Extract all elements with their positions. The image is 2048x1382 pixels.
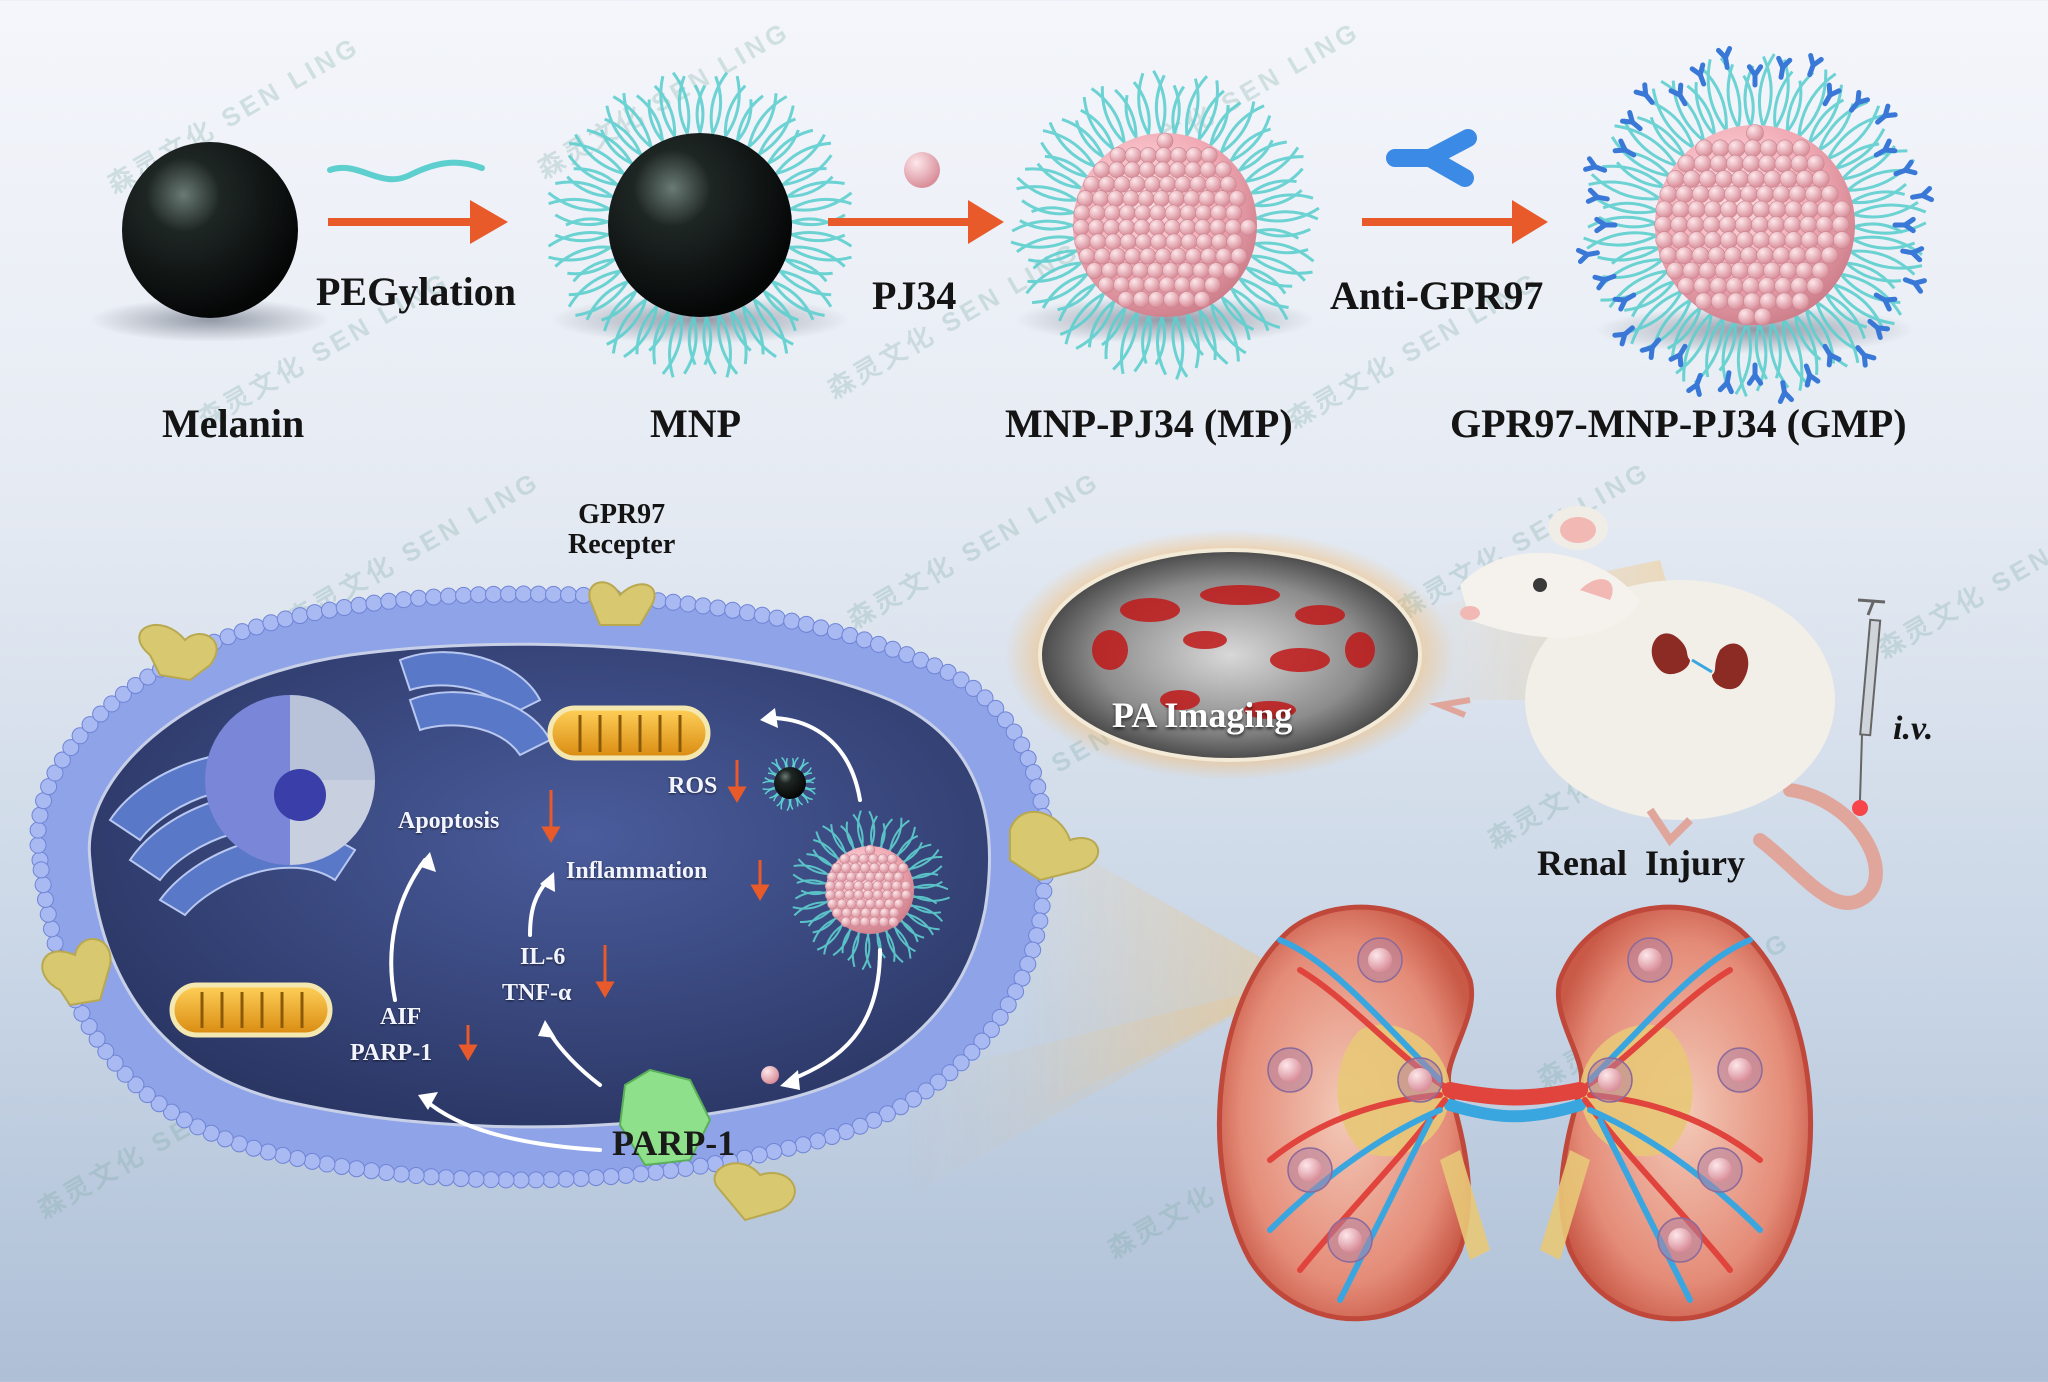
gpr97-receptor: [138, 624, 218, 682]
kidneys-illustration: [1216, 904, 1814, 1322]
il6-label: IL-6: [520, 944, 566, 970]
aif-label: AIF: [380, 1004, 422, 1030]
arrow-head-icon: [418, 852, 436, 872]
mouse-illustration: [1428, 506, 1886, 910]
mitochondrion: [169, 982, 333, 1038]
syringe-icon: [1852, 598, 1886, 816]
melanin-sphere: [122, 142, 298, 318]
tnf-alpha-label: TNF-α: [502, 980, 572, 1006]
cell: [29, 581, 1100, 1222]
gpr97-receptor: [1009, 811, 1100, 882]
arrow-right-icon: [1362, 200, 1548, 244]
arrow-head-icon: [538, 1020, 556, 1038]
inflammation-label: Inflammation: [566, 858, 708, 884]
gmp-particle-in-cell: [792, 810, 950, 971]
parp1-label: PARP-1: [612, 1123, 736, 1163]
parp1-small-label: PARP-1: [350, 1040, 433, 1066]
pathway-arrows: [389, 716, 882, 1152]
arrow-head-icon: [418, 1092, 438, 1110]
ros-label: ROS: [668, 773, 718, 799]
antibody-icon: [1386, 129, 1477, 187]
parp1-protein: [618, 1066, 779, 1167]
gmp-particle: [1575, 45, 1935, 405]
gpr97-receptor: [588, 581, 656, 626]
peg-chain-icon: [327, 159, 485, 183]
step-label-pj34: PJ34: [872, 273, 957, 318]
stage-label-mp: MNP-PJ34 (MP): [1005, 401, 1293, 446]
apoptosis-label: Apoptosis: [398, 808, 500, 834]
stage-label-gmp: GPR97-MNP-PJ34 (GMP): [1450, 401, 1907, 446]
step-label-pegylation: PEGylation: [316, 269, 517, 314]
mp-particle: [1010, 69, 1320, 380]
step-label-anti-gpr97: Anti-GPR97: [1330, 273, 1544, 318]
pj34-molecule-icon: [904, 152, 940, 188]
arrow-right-icon: [328, 200, 508, 244]
stage-label-melanin: Melanin: [162, 401, 305, 446]
nucleus: [205, 695, 375, 865]
mnp-particle: [547, 71, 853, 378]
decrease-arrows: [458, 760, 770, 1061]
synthesis-pathway: [90, 45, 1935, 405]
arrow-right-icon: [828, 200, 1004, 244]
arrow-head-icon: [780, 1070, 800, 1090]
mitochondrion: [547, 705, 711, 761]
arrow-head-icon: [540, 872, 555, 892]
arrow-head-icon: [760, 708, 778, 728]
renal-injury-label: Renal Injury: [1537, 843, 1746, 883]
receptor-label: GPR97 Recepter: [568, 499, 676, 560]
injection-label: i.v.: [1893, 710, 1934, 747]
pa-imaging-label: PA Imaging: [1112, 695, 1293, 735]
pa-imaging-panel: [1005, 530, 1455, 780]
stage-label-mnp: MNP: [650, 401, 742, 446]
gpr97-receptor: [713, 1162, 796, 1222]
gpr97-receptor: [41, 938, 112, 1007]
mnp-particle-small: [762, 756, 816, 812]
